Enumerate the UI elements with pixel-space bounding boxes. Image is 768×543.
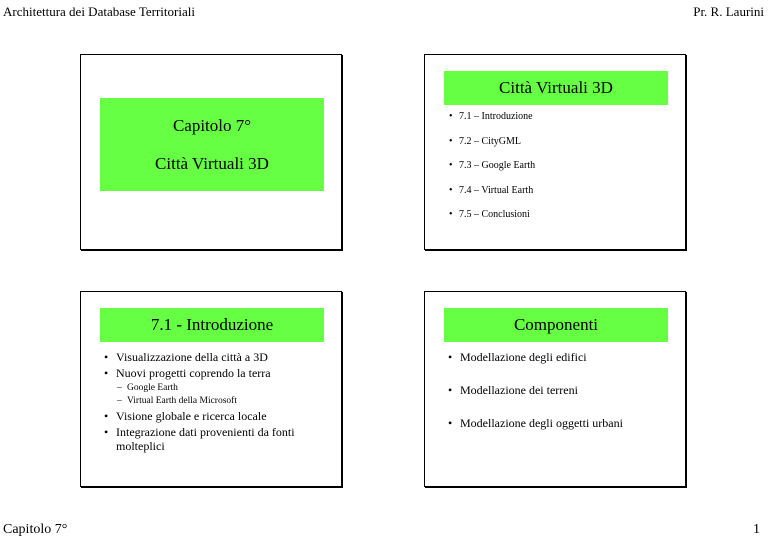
chapter-title: Città Virtuali 3D (155, 153, 269, 173)
sub-list-item: Google Earth (117, 382, 324, 395)
page-number: 1 (753, 522, 760, 537)
list-item: 7.5 – Conclusioni (449, 209, 535, 221)
slide-2-bullet-list: 7.1 – Introduzione 7.2 – CityGML 7.3 – G… (449, 111, 535, 234)
list-item: Modellazione dei terreni (448, 383, 623, 397)
slide-4: Componenti Modellazione degli edifici Mo… (424, 291, 686, 487)
slide-3: 7.1 - Introduzione Visualizzazione della… (80, 291, 342, 487)
slide-4-title: Componenti (444, 308, 668, 342)
list-item: 7.4 – Virtual Earth (449, 185, 535, 197)
chapter-label: Capitolo 7° (172, 115, 252, 135)
list-item: Visualizzazione della città a 3D (104, 350, 324, 364)
slide-4-bullet-list: Modellazione degli edifici Modellazione … (448, 350, 623, 449)
footer-chapter: Capitolo 7° (3, 522, 68, 537)
slide-2: Città Virtuali 3D 7.1 – Introduzione 7.2… (424, 54, 686, 250)
sub-list-item: Virtual Earth della Microsoft (117, 395, 324, 408)
slide-3-bullet-list: Visualizzazione della città a 3D Nuovi p… (104, 350, 324, 455)
list-item: Nuovi progetti coprendo la terra (104, 366, 324, 380)
list-item: Modellazione degli oggetti urbani (448, 416, 623, 430)
slide-3-sub-list: Google Earth Virtual Earth della Microso… (104, 382, 324, 408)
header-author: Pr. R. Laurini (693, 4, 764, 19)
slide-2-title: Città Virtuali 3D (444, 71, 668, 105)
list-item: 7.3 – Google Earth (449, 160, 535, 172)
slide-3-title: 7.1 - Introduzione (100, 308, 324, 342)
list-item: 7.1 – Introduzione (449, 111, 535, 123)
list-item: Integrazione dati provenienti da fonti m… (104, 425, 324, 453)
slide-1-title-box: Capitolo 7° Città Virtuali 3D (100, 98, 324, 191)
header-document-title: Architettura dei Database Territoriali (3, 4, 195, 19)
list-item: Modellazione degli edifici (448, 350, 623, 364)
slide-1: Capitolo 7° Città Virtuali 3D (80, 54, 342, 250)
list-item: Visione globale e ricerca locale (104, 409, 324, 423)
list-item: 7.2 – CityGML (449, 136, 535, 148)
